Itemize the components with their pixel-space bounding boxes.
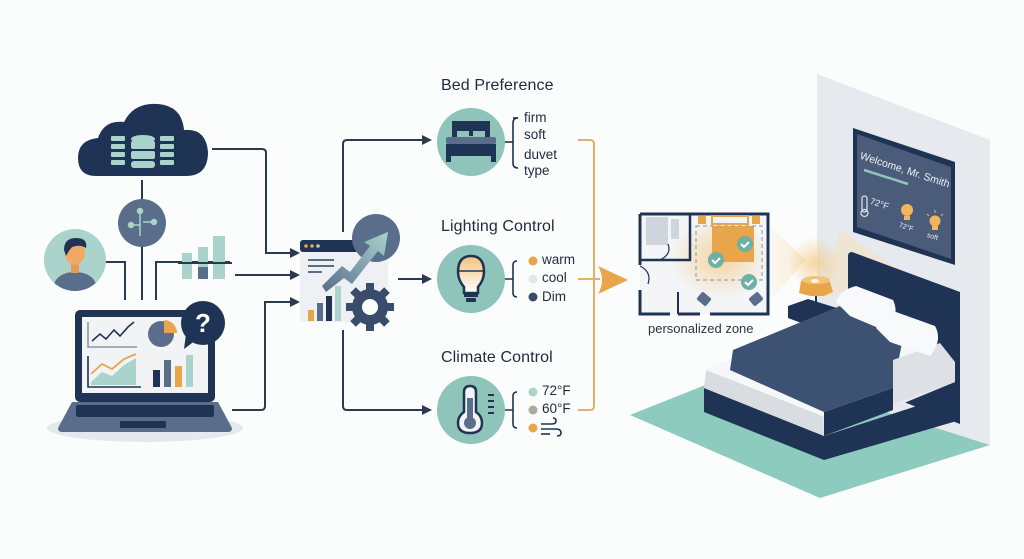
cool-swatch-icon	[528, 274, 538, 284]
bed-icon	[437, 108, 505, 176]
analytics-engine-icon	[300, 214, 400, 331]
dim-swatch-icon	[528, 292, 538, 302]
climate-option-72f[interactable]: 72°F	[542, 383, 571, 398]
output-arrow-icon	[598, 266, 628, 294]
connector-avatar-laptop	[104, 261, 126, 300]
light-bulb-icon	[437, 245, 505, 313]
lighting-control-title: Lighting Control	[441, 218, 555, 235]
lighting-options-bracket	[505, 256, 538, 302]
warm-swatch-icon	[528, 256, 538, 266]
climate-control-title: Climate Control	[441, 349, 553, 366]
laptop-dashboard-icon	[47, 310, 243, 442]
output-connector	[578, 139, 600, 411]
bed-options-bracket	[505, 117, 519, 169]
climate-options-bracket	[505, 387, 538, 433]
check-badge-icon	[708, 236, 757, 290]
bedroom-scene	[630, 74, 990, 498]
climate-option-60f[interactable]: 60°F	[542, 401, 571, 416]
bed-option-soft[interactable]: soft	[524, 127, 546, 142]
network-node-icon	[118, 199, 166, 247]
svg-text:?: ?	[195, 308, 211, 338]
light-beam	[770, 226, 806, 300]
lighting-option-warm[interactable]: warm	[542, 252, 575, 267]
floorplan-caption: personalized zone	[648, 321, 754, 336]
lighting-option-cool[interactable]: cool	[542, 270, 567, 285]
lighting-option-dim[interactable]: Dim	[542, 289, 566, 304]
connector-climate	[342, 330, 432, 415]
question-badge-icon: ?	[181, 301, 225, 349]
bed-option-duvet[interactable]: duvet	[524, 147, 558, 162]
user-avatar-icon	[44, 229, 106, 291]
bed-option-type[interactable]: type	[524, 163, 550, 178]
connector-bed	[342, 135, 432, 232]
floor-plan	[638, 212, 770, 316]
bed-preference-title: Bed Preference	[441, 77, 554, 94]
thermometer-icon	[437, 376, 505, 444]
cloud-database-icon	[78, 103, 208, 176]
connector-cloud	[212, 148, 300, 258]
bar-chart-icon	[178, 236, 232, 279]
connector-laptop	[232, 297, 300, 411]
bed-option-firm[interactable]: firm	[524, 110, 547, 125]
preference-connectors	[342, 135, 432, 415]
fan-airflow-icon	[541, 417, 562, 437]
